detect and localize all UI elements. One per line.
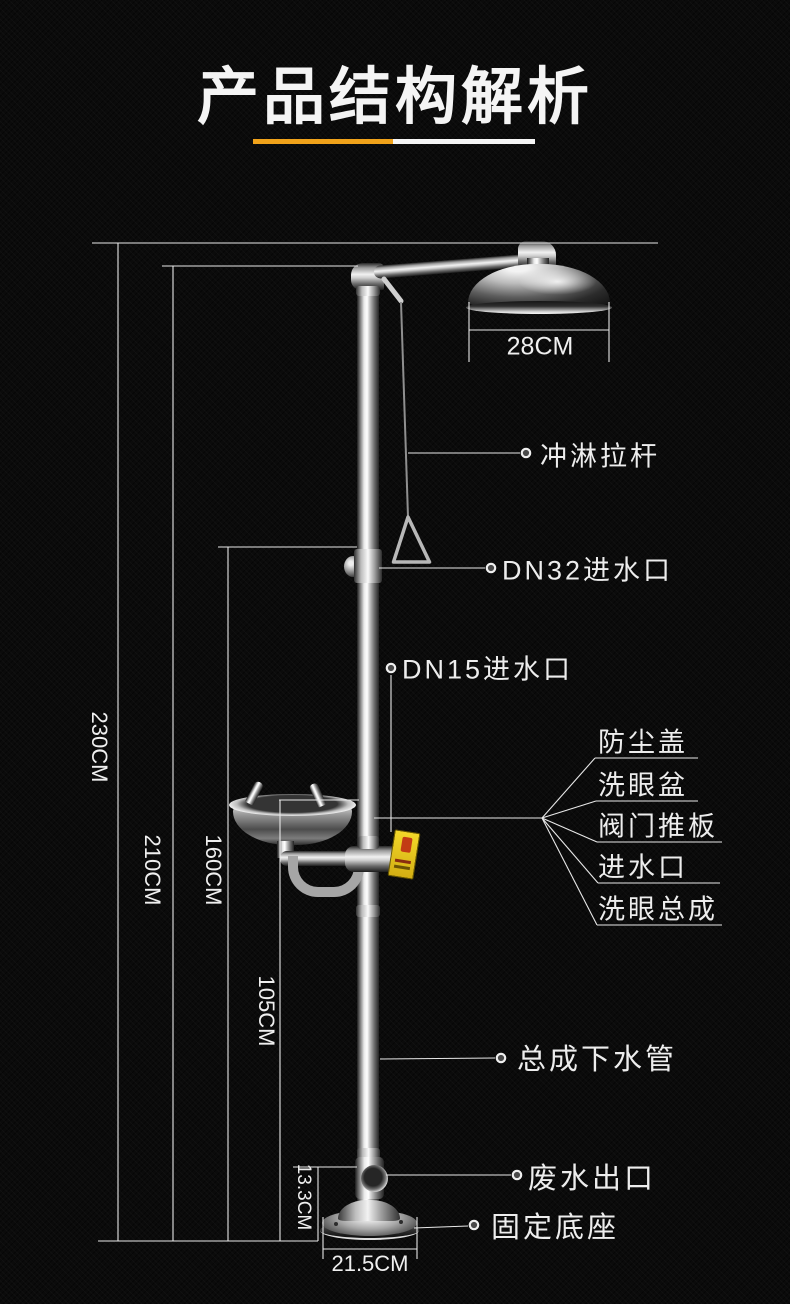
label-valve-push-plate: 阀门推板 [598,811,718,842]
dim-label-160cm: 160CM [201,834,226,906]
label-eyewash-assembly: 洗眼总成 [598,894,718,925]
dot-drain-pipe [495,1052,507,1064]
warning-tag-text-line [394,858,412,865]
label-water-inlet: 进水口 [598,852,688,883]
dim-label-105cm: 105CM [254,975,279,1047]
page-title: 产品结构解析 [196,63,593,132]
label-dust-cover: 防尘盖 [598,727,688,758]
dim-label-13cm: 13.3CM [293,1163,314,1231]
base-dome [338,1200,400,1221]
leader-fixed-base [413,1225,469,1229]
arm-coupling [356,286,380,296]
warning-tag-figure [400,836,413,853]
dot-pull-rod [520,447,532,459]
label-drain-pipe: 总成下水管 [517,1044,678,1076]
label-shower-pull-rod: 冲淋拉杆 [540,441,660,472]
dim-label-230cm: 230CM [87,711,112,783]
fan-line-4 [541,817,599,884]
warning-tag-text-line2 [393,864,411,871]
dot-fixed-base [468,1219,480,1231]
u-bend-pipe [288,856,364,897]
waste-outlet-opening [361,1165,388,1192]
base-screw-right [399,1220,403,1224]
main-pole [357,276,379,1208]
fan-line-2 [541,800,597,819]
label-eyewash-bowl: 洗眼盆 [598,770,688,801]
pole-coupling-low [357,1148,380,1159]
fan-line-1 [541,757,596,819]
pull-rod-assembly [381,276,432,564]
label-dn15-inlet: DN15进水口 [402,654,574,685]
leader-drain-pipe [379,1057,496,1060]
label-fixed-base: 固定底座 [491,1212,620,1244]
dot-dn15 [385,662,397,674]
fan-line-5 [541,817,598,926]
pull-rod-lever [381,276,404,304]
shower-head-rim [466,301,612,314]
pull-rod-wire [400,301,409,518]
label-dn32-inlet: DN32进水口 [502,555,674,586]
label-waste-outlet: 废水出口 [528,1163,657,1195]
title-underline-accent [253,139,393,144]
dim-label-21cm: 21.5CM [331,1251,409,1276]
pull-rod-triangle-handle [391,515,432,564]
dn32-union-coupling [354,549,382,583]
warning-tag [387,829,421,880]
valve-top-collar [358,836,379,849]
dot-waste-outlet [511,1169,523,1181]
dim-label-210cm: 210CM [140,834,165,906]
dot-dn32 [485,562,497,574]
title-underline-white [393,139,535,144]
pole-coupling-mid [356,905,380,917]
dim-label-28cm: 28CM [506,332,574,361]
base-screw-left [334,1222,338,1226]
fan-line-3 [541,817,598,843]
